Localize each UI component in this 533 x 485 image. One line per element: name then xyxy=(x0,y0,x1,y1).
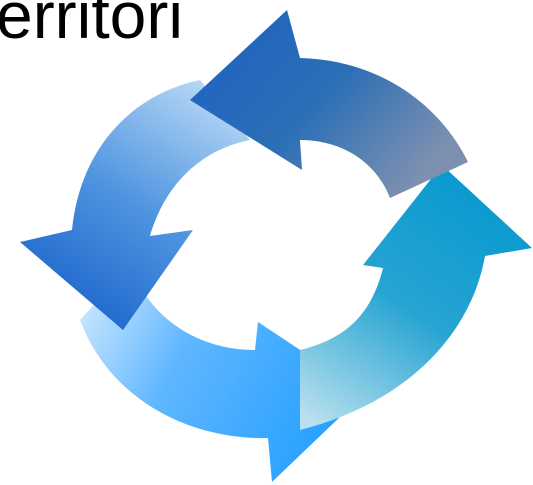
cycle-arrow-right xyxy=(300,165,532,430)
cycle-arrow-left xyxy=(20,80,250,330)
cycle-arrow-top xyxy=(190,10,468,198)
